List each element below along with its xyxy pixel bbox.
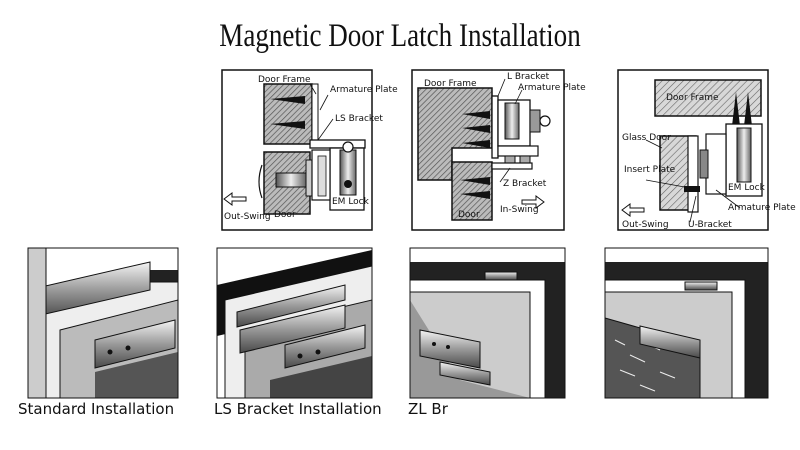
label-em-lock: EM Lock [728, 183, 766, 193]
label-z-bracket: Z Bracket [503, 179, 547, 189]
label-insert-plate: Insert Plate [624, 165, 676, 175]
label-out-swing: Out-Swing [224, 212, 271, 222]
caption-standard-installation: Standard Installation [18, 400, 175, 418]
diagram-in-swing: Door Frame L Bracket Armature Plate Z Br… [411, 69, 586, 231]
label-em-lock: EM Lock [332, 197, 370, 207]
label-door-frame: Door Frame [258, 75, 311, 85]
label-door-frame: Door Frame [666, 93, 719, 103]
door-frame-block [263, 83, 313, 145]
screw-icon [460, 111, 490, 199]
caption-ls-bracket-installation: LS Bracket Installation [214, 400, 382, 418]
label-door: Door [458, 210, 480, 220]
label-in-swing: In-Swing [500, 205, 539, 215]
label-out-swing: Out-Swing [622, 220, 669, 230]
label-armature-plate: Armature Plate [728, 203, 796, 213]
page-title: Magnetic Door Latch Installation [219, 18, 581, 54]
screw-icon [270, 96, 305, 129]
label-armature-plate: Armature Plate [518, 83, 586, 93]
label-ls-bracket: LS Bracket [335, 114, 383, 124]
label-armature-plate: Armature Plate [330, 85, 398, 95]
photo-glass-door-installation [604, 247, 769, 399]
caption-zl-bracket: ZL Br [408, 400, 448, 418]
photo-ls-bracket-installation [216, 247, 373, 399]
label-u-bracket: U-Bracket [688, 220, 732, 230]
diagram-glass-door: Door Frame Glass Door Insert Plate EM Lo… [617, 69, 796, 231]
screw-icon [732, 92, 752, 126]
photo-standard-installation [27, 247, 179, 399]
label-door: Door [274, 210, 296, 220]
diagram-standard: Door Frame Armature Plate LS Bracket EM … [221, 69, 398, 231]
label-glass-door: Glass Door [622, 133, 671, 143]
label-l-bracket: L Bracket [507, 72, 550, 82]
label-door-frame: Door Frame [424, 79, 477, 89]
photo-zl-bracket-installation [409, 247, 566, 399]
